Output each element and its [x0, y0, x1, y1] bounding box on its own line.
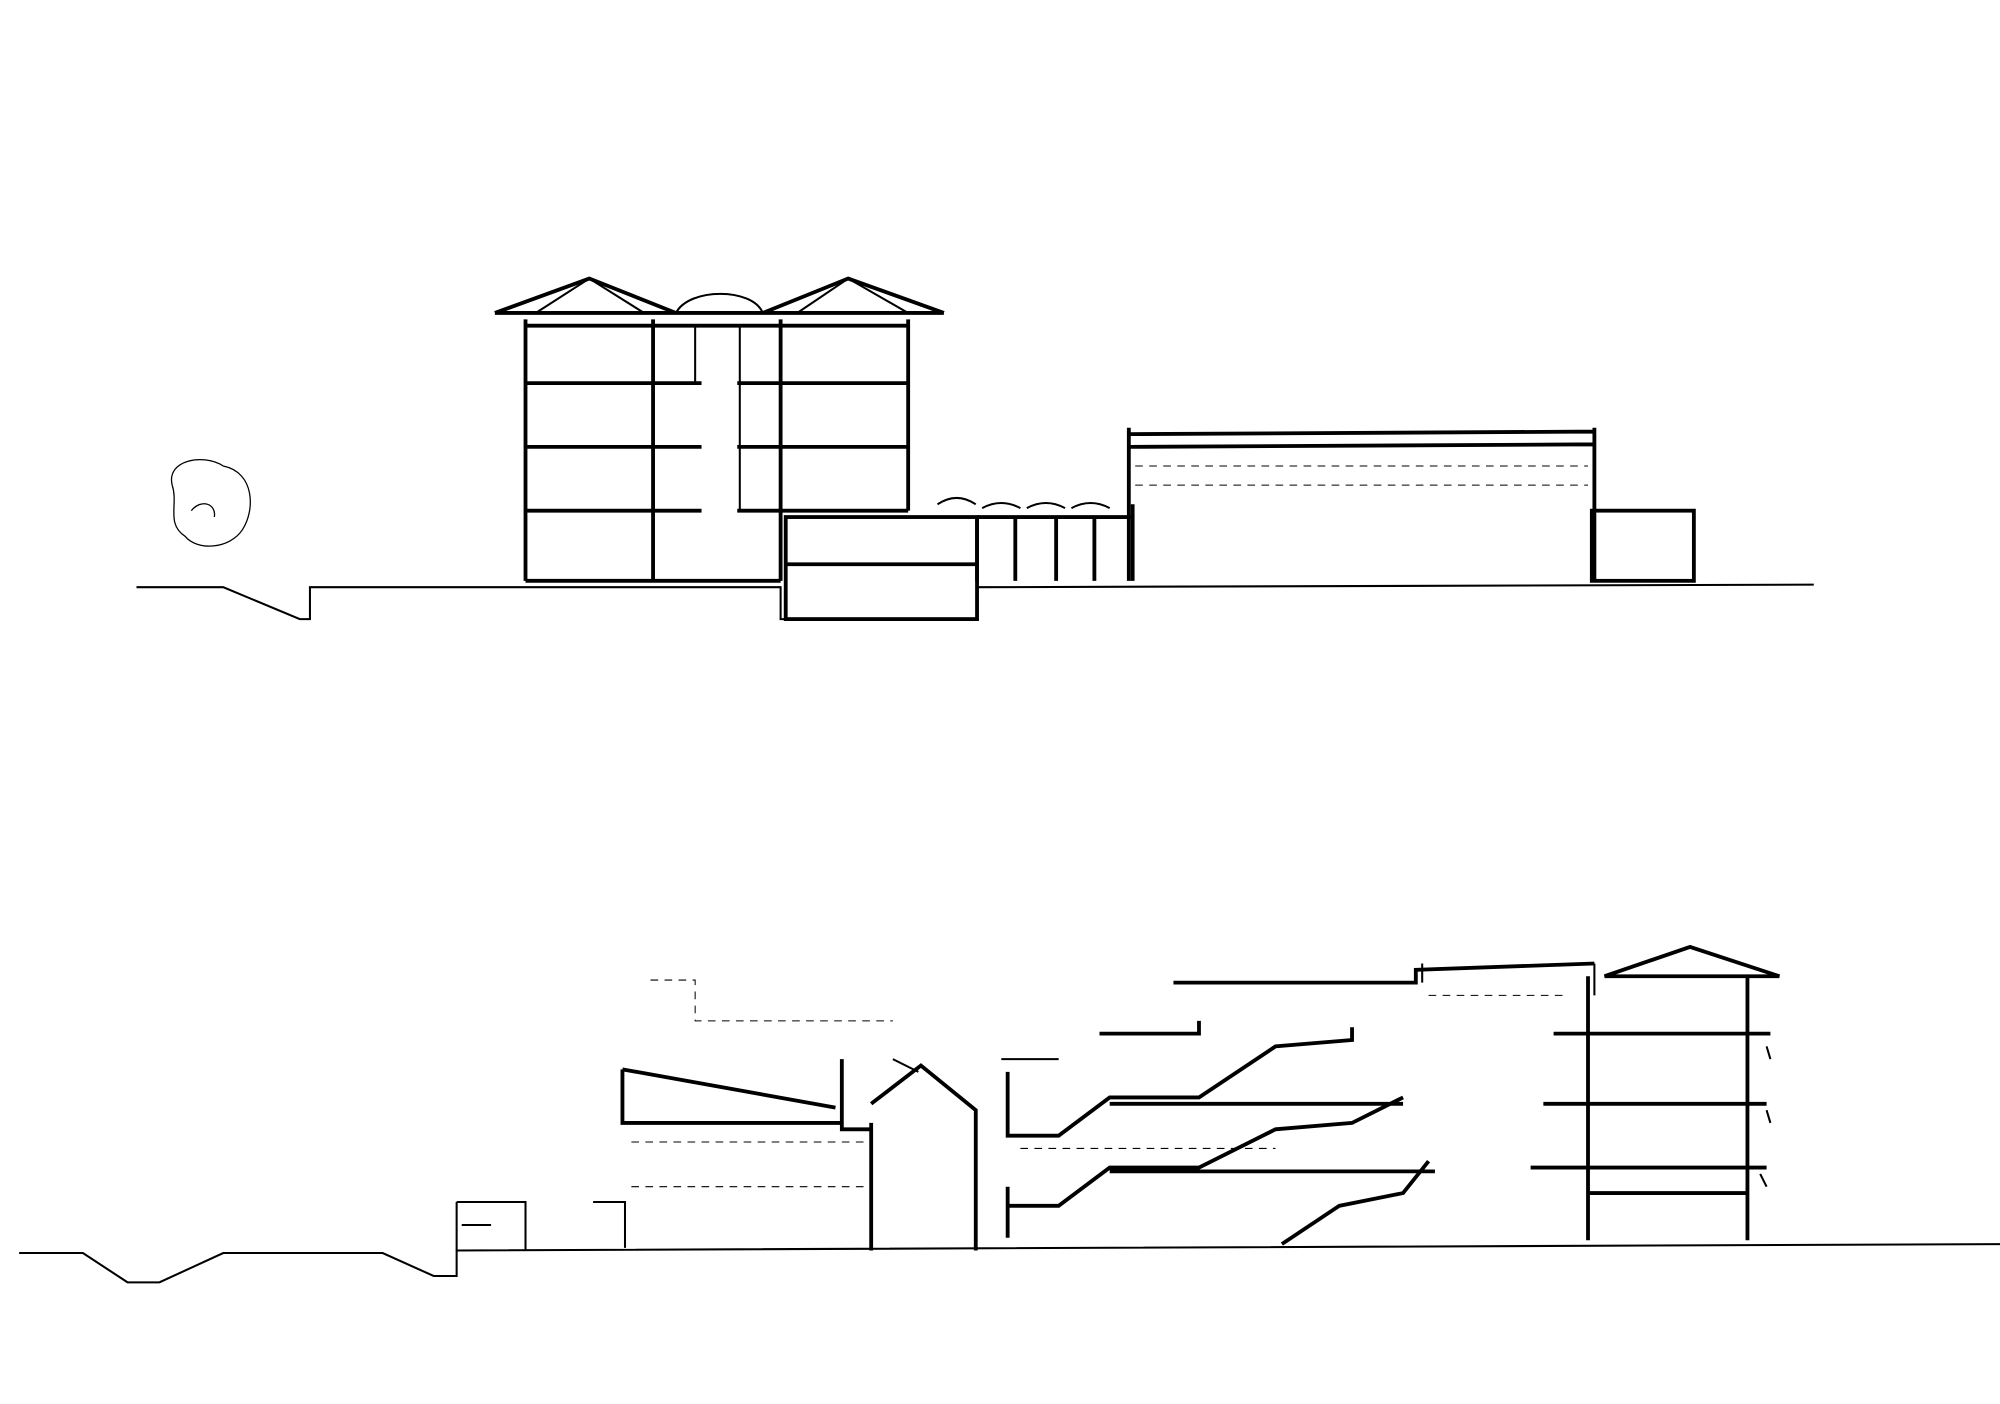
- main-building: [494, 276, 945, 583]
- stair-block: [1005, 961, 1596, 1246]
- left-wing: [620, 979, 1059, 1251]
- tree-icon: [170, 459, 251, 547]
- upper-section: [136, 276, 1814, 622]
- right-building: [1530, 944, 1780, 1241]
- hall-building: [1126, 427, 1696, 583]
- annex-building: [783, 496, 1135, 622]
- lower-section: [19, 944, 2000, 1284]
- lower-ground-line: [19, 1243, 2000, 1284]
